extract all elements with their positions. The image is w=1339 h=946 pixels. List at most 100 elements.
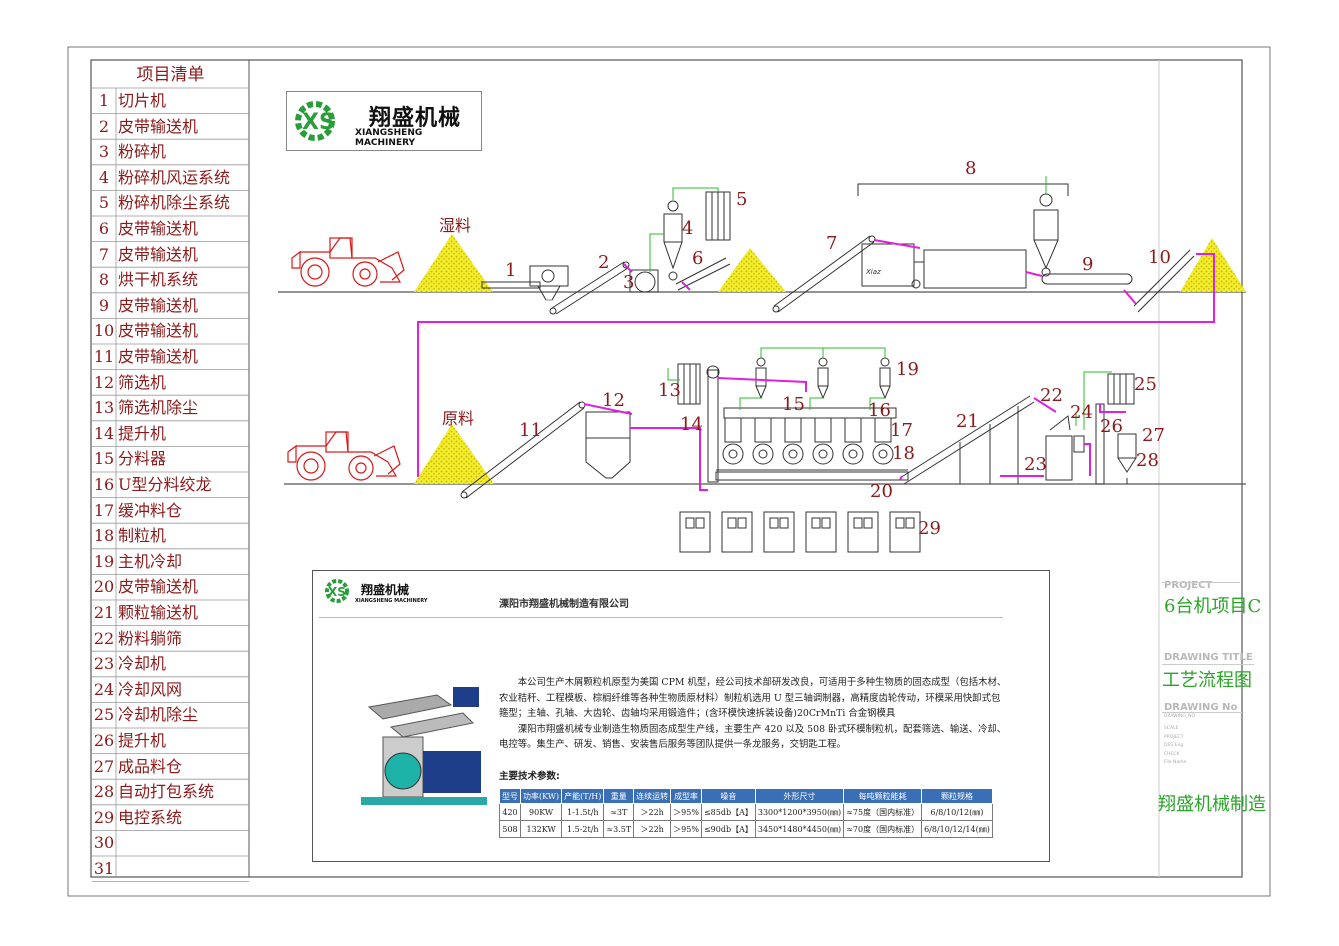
equipment-label-14: 14 [680,414,703,435]
bill-row-number: 15 [93,449,115,469]
equipment-label-24: 24 [1070,402,1093,423]
bill-row-name: 粉碎机 [118,142,167,162]
spec-cell: ＞22h [633,803,672,821]
conveyor-2 [549,261,630,315]
loader-top [291,237,405,287]
spec-header: 功率(KW) [519,788,563,804]
bill-row-number: 12 [93,372,115,392]
title-block-row: DES Eng. [1164,743,1185,748]
bill-row-number: 14 [93,423,115,443]
spec-header: 成型率 [670,788,702,804]
equipment-label-2: 2 [598,252,610,273]
equipment-label-4: 4 [682,218,694,239]
bill-row-number: 4 [98,167,110,187]
cyclone-4 [663,200,683,281]
bill-row-name: 分料器 [118,449,167,469]
bill-row-name: 自动打包系统 [118,782,215,802]
logo-name-cn: 翔盛机械 [369,106,462,131]
bill-grid [92,87,249,882]
pellet-mill-row [715,407,909,481]
equipment-label-21: 21 [956,411,979,432]
equipment-label-25: 25 [1134,374,1157,395]
crusher [629,269,659,293]
mill-cyclones [755,357,891,400]
bill-row-number: 1 [98,91,110,110]
bill-row-number: 26 [93,731,115,750]
equipment-label-22: 22 [1040,385,1063,406]
bill-row-name: 颗粒输送机 [118,603,199,622]
bill-row-number: 11 [93,347,115,366]
equipment-label-6: 6 [692,248,704,269]
bill-row-number: 22 [93,628,115,648]
bill-row-name: 粉碎机除尘系统 [118,193,231,213]
cooler-23 [1045,415,1085,481]
drawing-no-head: DRAWING No [1164,702,1238,713]
bill-row-number: 23 [93,654,115,674]
bill-row-number: 3 [98,142,110,162]
params-title: 主要技术参数: [499,771,560,782]
small-logo-name: 翔盛机械 [361,583,410,597]
bill-row-name: 切片机 [118,91,167,110]
screener [585,411,631,479]
bill-row-number: 7 [98,244,110,264]
outer-frame [67,46,1271,897]
bill-row-name: 皮带输送机 [118,244,199,264]
heap-wet [414,234,493,292]
raw-material-label: 原料 [442,409,475,428]
pipes-bottom [583,377,1126,491]
bill-row-name: 皮带输送机 [118,321,199,341]
equipment-label-27: 27 [1142,425,1165,446]
bill-row-number: 28 [93,782,115,802]
bill-row-name: 粉料躺筛 [118,628,183,648]
conveyor-10 [1133,249,1195,313]
bill-row-number: 25 [93,705,115,725]
heap-raw [414,424,494,484]
spec-cell: ≤90db【A】 [700,820,756,838]
chipper [481,265,569,301]
equipment-label-13: 13 [658,380,681,401]
company-name: 溧阳市翔盛机械制造有限公司 [499,599,629,610]
pellet-conveyor-21 [899,395,1035,485]
bill-row-number: 2 [98,116,110,136]
equipment-label-16: 16 [868,400,891,421]
air-lines-bottom [667,347,1112,430]
loader-bottom [287,431,401,481]
bill-row-number: 27 [93,756,115,776]
equipment-label-28: 28 [1136,450,1159,471]
bill-row: 30 [92,830,249,856]
bill-row-name: 皮带输送机 [118,219,199,238]
bill-row-name: 皮带输送机 [118,347,199,366]
spec-header: 型号 [499,788,521,804]
dryer-system [857,183,1069,289]
bill-row-number: 16 [93,475,115,494]
small-logo-en: XIANGSHENG MACHINERY [355,598,428,604]
spec-cell: 420 [499,803,521,821]
small-logo-mark: XS [328,585,346,599]
bill-row-name: 主机冷却 [118,551,183,571]
bill-row-name: 粉碎机风运系统 [118,167,231,187]
equipment-label-19: 19 [896,359,919,380]
spec-cell: ≈75度（国内标准） [843,803,923,821]
bill-row-name: 冷却机 [118,654,167,674]
bill-row-name: 提升机 [118,731,167,750]
bill-row: 31 [92,856,249,882]
project-value: 6台机项目C [1164,596,1262,617]
spec-cell: 3300*1200*3950(㎜) [754,803,845,821]
spec-cell: ≈3T [603,803,635,821]
title-block-row: PROJECT [1164,734,1184,740]
bill-row-number: 8 [98,270,110,290]
equipment-label-17: 17 [890,420,913,441]
bag-filter-5 [705,191,731,241]
